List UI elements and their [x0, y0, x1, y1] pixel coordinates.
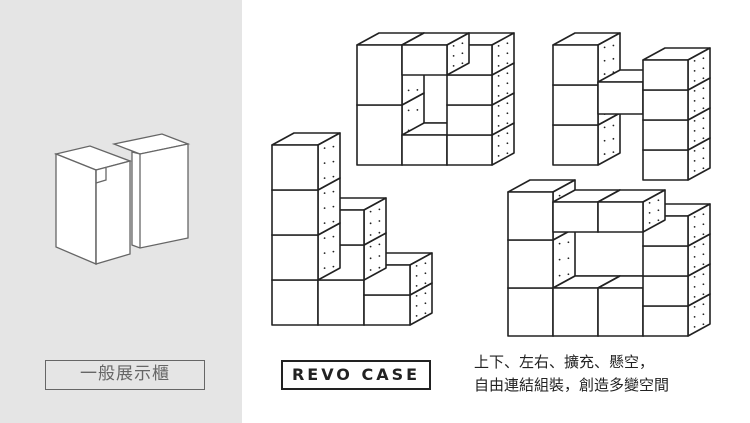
loop-cube — [597, 189, 666, 233]
bridge-cube — [552, 32, 621, 86]
normal-shelf-label: 一般展示櫃 — [45, 360, 205, 390]
stair-cube — [271, 132, 341, 191]
tagline-line-1: 上下、左右、擴充、懸空， — [474, 353, 655, 371]
frame-cube — [401, 32, 470, 76]
tagline-line-2: 自由連結組裝，創造多變空間 — [474, 376, 670, 394]
normal-shelf-panel: 一般展示櫃 — [0, 0, 242, 423]
tagline: 上下、左右、擴充、懸空， 自由連結組裝，創造多變空間 — [474, 351, 669, 397]
normal-shelf-illustration — [53, 133, 191, 265]
bridge-cube — [642, 47, 711, 91]
brand-logo: REVO CASE — [281, 360, 431, 390]
